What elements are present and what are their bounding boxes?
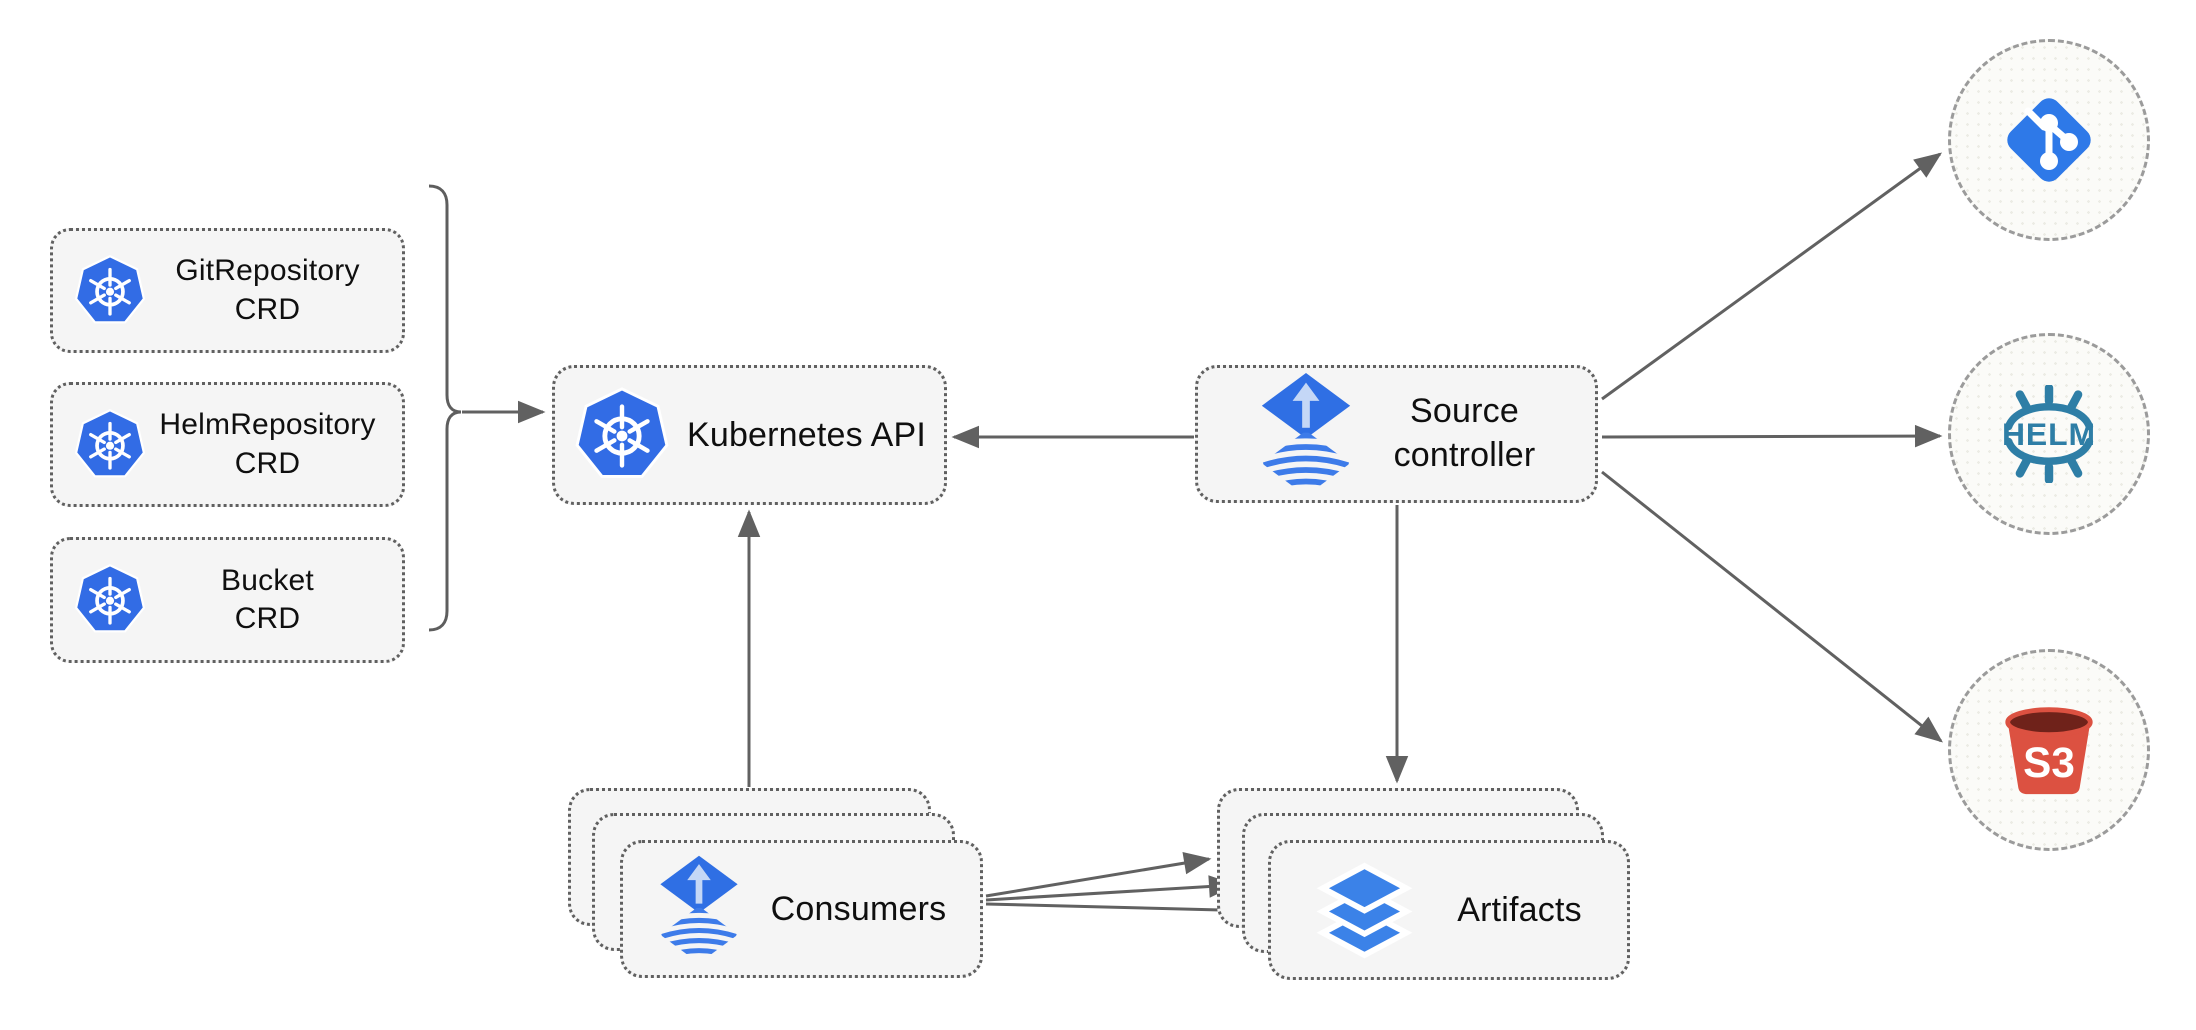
kubernetes-icon [573,386,671,484]
s3-wordmark: S3 [2023,739,2075,786]
arrow-consumers-to-artifacts-2 [985,875,1237,902]
node-label: Consumers [770,889,947,928]
crd-suffix: CRD [234,292,301,326]
label-line2: controller [1393,436,1536,474]
node-gitrepository-crd: GitRepository CRD [50,228,405,353]
crd-name: HelmRepository [159,408,376,442]
flux-icon [1258,371,1354,498]
node-helmrepository-crd: HelmRepository CRD [50,382,405,507]
crd-name: Bucket [221,563,314,597]
arrow-source-to-git [1601,152,1943,401]
node-bucket-crd: Bucket CRD [50,537,405,663]
git-branch-icon [1999,90,2099,190]
arrow-consumers-to-artifacts-1 [985,851,1212,898]
kubernetes-icon [73,254,147,328]
arrow-source-to-s3 [1601,470,1943,743]
helm-wordmark: HELM [2002,416,2096,452]
crd-suffix: CRD [234,446,301,480]
crd-suffix: CRD [234,602,301,635]
s3-bucket-icon: S3 [1996,702,2102,798]
node-artifacts: Artifacts [1268,840,1630,980]
node-label: GitRepository CRD [147,252,388,329]
node-label: Kubernetes API [686,415,927,454]
node-label: Artifacts [1457,890,1582,929]
arrow-source-to-helm [1601,424,1943,448]
node-label: HelmRepository CRD [147,406,388,483]
kubernetes-icon [73,408,147,482]
crd-name: GitRepository [175,254,360,288]
node-consumers: Consumers [620,840,983,978]
layers-icon [1316,862,1413,959]
arrow-consumers-to-artifacts-3 [985,899,1263,922]
node-s3: S3 [1948,649,2150,851]
node-source-controller: Source controller [1195,365,1598,503]
node-helm: HELM [1948,333,2150,535]
helm-wheel-icon: HELM [1988,385,2110,483]
node-label: Source controller [1394,390,1536,477]
node-git [1948,39,2150,241]
node-kubernetes-api: Kubernetes API [552,365,947,505]
crd-group-brace [428,184,462,632]
label-line1: Source [1410,392,1519,431]
node-label: Bucket CRD [147,562,388,639]
kubernetes-icon [73,563,147,637]
flux-icon [657,854,741,965]
